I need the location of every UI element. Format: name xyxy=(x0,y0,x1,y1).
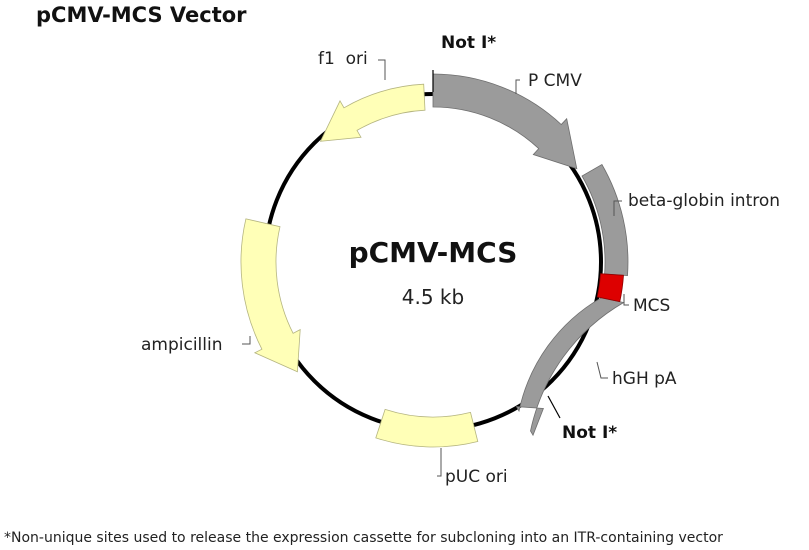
mcs-leader xyxy=(623,294,629,306)
ampicillin-arrow xyxy=(240,218,301,373)
mcs-block xyxy=(596,273,624,303)
not1-bottom-tick xyxy=(547,395,561,419)
beta-globin-intron-label: beta-globin intron xyxy=(628,191,780,211)
plasmid-size: 4.5 kb xyxy=(402,285,464,309)
hgh-pa-leader xyxy=(596,361,608,379)
puc-ori-leader xyxy=(437,448,442,477)
f1-ori-label: f1 ori xyxy=(318,49,368,69)
f1-ori-arrow xyxy=(319,83,426,142)
ampicillin-leader xyxy=(242,336,251,345)
p-cmv-leader xyxy=(515,79,520,94)
beta-globin-intron-block xyxy=(581,163,629,277)
hgh-pa-arrow xyxy=(515,297,625,437)
beta-globin-leader xyxy=(613,200,622,216)
puc-ori-label: pUC ori xyxy=(445,467,508,487)
p-cmv-label: P CMV xyxy=(528,71,582,91)
figure-title: pCMV-MCS Vector xyxy=(36,3,247,27)
not1-bottom-label: Not I* xyxy=(562,423,617,443)
plasmid-name: pCMV-MCS xyxy=(349,236,518,269)
puc-ori-block xyxy=(375,408,479,448)
footnote: *Non-unique sites used to release the ex… xyxy=(4,530,723,546)
p-cmv-arrow xyxy=(432,73,578,170)
not1-top-label: Not I* xyxy=(441,33,496,53)
hgh-pa-label: hGH pA xyxy=(612,369,677,389)
f1-ori-leader xyxy=(378,59,386,80)
ampicillin-label: ampicillin xyxy=(141,335,223,355)
mcs-label: MCS xyxy=(633,296,670,316)
